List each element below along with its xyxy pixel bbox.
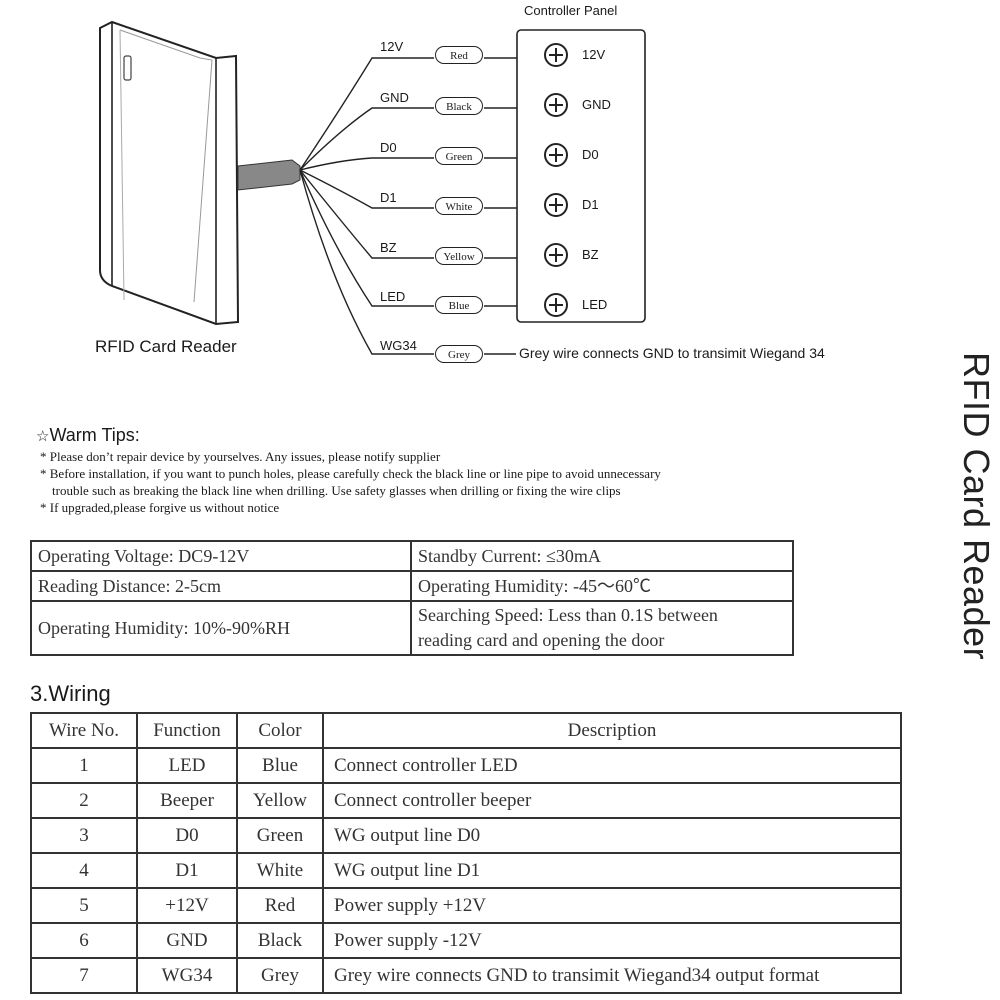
wg34-note: Grey wire connects GND to transimit Wieg… — [519, 345, 825, 361]
wire-label: D0 — [380, 140, 397, 155]
wire-label: 12V — [380, 39, 404, 54]
cell-description: Power supply +12V — [322, 887, 902, 924]
wire-color-pill: Red — [435, 46, 483, 64]
controller-panel-box — [516, 29, 646, 323]
cell-color: Green — [236, 817, 324, 854]
cell-wire-no: 2 — [30, 782, 138, 819]
wire-label: GND — [380, 90, 409, 105]
wire-color-pill: Black — [435, 97, 483, 115]
cell-color: Grey — [236, 957, 324, 994]
wiring-table: Wire No. Function Color Description 1 LE… — [30, 712, 902, 994]
column-header: Color — [236, 712, 324, 749]
cell-function: GND — [136, 922, 238, 959]
spec-cell: Standby Current: ≤30mA — [410, 540, 794, 572]
tip-line: trouble such as breaking the black line … — [52, 483, 621, 498]
wire-label: BZ — [380, 240, 397, 255]
cell-wire-no: 5 — [30, 887, 138, 924]
table-row: 1 LED Blue Connect controller LED — [30, 747, 902, 784]
cell-color: Yellow — [236, 782, 324, 819]
cell-wire-no: 7 — [30, 957, 138, 994]
spec-cell: Operating Voltage: DC9-12V — [30, 540, 412, 572]
spec-cell-multiline: Searching Speed: Less than 0.1S between … — [410, 600, 794, 656]
cell-color: White — [236, 852, 324, 889]
tip-line: * Please don’t repair device by yourselv… — [40, 449, 441, 464]
table-row: 7 WG34 Grey Grey wire connects GND to tr… — [30, 957, 902, 994]
cell-description: WG output line D1 — [322, 852, 902, 889]
card-reader-drawing — [99, 20, 240, 326]
tip-line: * Before installation, if you want to pu… — [40, 466, 661, 481]
cable — [237, 159, 301, 191]
star-icon: ☆ — [36, 428, 50, 445]
cell-function: D0 — [136, 817, 238, 854]
spec-cell: Operating Humidity: 10%-90%RH — [30, 600, 412, 656]
wire-label: WG34 — [380, 338, 417, 353]
warm-tips-title-text: Warm Tips: — [49, 425, 140, 445]
table-row: 5 +12V Red Power supply +12V — [30, 887, 902, 924]
column-header: Description — [322, 712, 902, 749]
spec-table: Operating Voltage: DC9-12V Standby Curre… — [30, 540, 794, 656]
wire-color-pill: White — [435, 197, 483, 215]
wiring-heading: 3.Wiring — [30, 681, 111, 706]
spec-line: Searching Speed: Less than 0.1S between — [418, 605, 718, 625]
terminal-plus-icons — [544, 43, 568, 317]
table-row: Operating Humidity: 10%-90%RH Searching … — [30, 600, 794, 656]
table-row: 2 Beeper Yellow Connect controller beepe… — [30, 782, 902, 819]
cell-description: Connect controller LED — [322, 747, 902, 784]
column-header: Wire No. — [30, 712, 138, 749]
wire-color-pill: Blue — [435, 296, 483, 314]
cell-function: LED — [136, 747, 238, 784]
wiring-diagram: Controller Panel RFID Card Reader 12V GN… — [0, 0, 1000, 380]
wire-color-pill: Green — [435, 147, 483, 165]
cell-wire-no: 4 — [30, 852, 138, 889]
spec-line: reading card and opening the door — [418, 630, 665, 650]
table-row: 3 D0 Green WG output line D0 — [30, 817, 902, 854]
cell-description: Connect controller beeper — [322, 782, 902, 819]
terminal-label: 12V — [582, 47, 606, 62]
cell-color: Red — [236, 887, 324, 924]
diagram-lines — [99, 20, 646, 355]
wire-color-pill: Yellow — [435, 247, 483, 265]
cell-function: D1 — [136, 852, 238, 889]
cell-function: WG34 — [136, 957, 238, 994]
reader-label: RFID Card Reader — [95, 337, 237, 356]
cell-function: Beeper — [136, 782, 238, 819]
cell-function: +12V — [136, 887, 238, 924]
spec-cell: Operating Humidity: -45～60℃ — [410, 570, 794, 602]
wire-color-pill: Grey — [435, 345, 483, 363]
tip-line: * If upgraded,please forgive us without … — [40, 500, 280, 515]
column-header: Function — [136, 712, 238, 749]
table-row: Reading Distance: 2-5cm Operating Humidi… — [30, 570, 794, 602]
table-row: 4 D1 White WG output line D1 — [30, 852, 902, 889]
cell-description: Grey wire connects GND to transimit Wieg… — [322, 957, 902, 994]
table-row: Operating Voltage: DC9-12V Standby Curre… — [30, 540, 794, 572]
cell-color: Black — [236, 922, 324, 959]
side-title: RFID Card Reader — [956, 352, 997, 714]
terminal-label: LED — [582, 297, 608, 312]
wire-label: LED — [380, 289, 406, 304]
table-header-row: Wire No. Function Color Description — [30, 712, 902, 749]
warm-tips: ☆Warm Tips: * Please don’t repair device… — [36, 424, 916, 516]
cell-color: Blue — [236, 747, 324, 784]
controller-panel-title: Controller Panel — [524, 3, 618, 18]
terminal-label: D0 — [582, 147, 599, 162]
terminal-label: GND — [582, 97, 611, 112]
terminal-label: D1 — [582, 197, 599, 212]
cell-wire-no: 3 — [30, 817, 138, 854]
cell-wire-no: 1 — [30, 747, 138, 784]
side-title-text: RFID Card Reader — [956, 352, 997, 661]
cell-description: Power supply -12V — [322, 922, 902, 959]
cell-wire-no: 6 — [30, 922, 138, 959]
table-row: 6 GND Black Power supply -12V — [30, 922, 902, 959]
warm-tips-title: ☆Warm Tips: — [36, 424, 916, 448]
wire-label: D1 — [380, 190, 397, 205]
cell-description: WG output line D0 — [322, 817, 902, 854]
terminal-label: BZ — [582, 247, 599, 262]
spec-cell: Reading Distance: 2-5cm — [30, 570, 412, 602]
